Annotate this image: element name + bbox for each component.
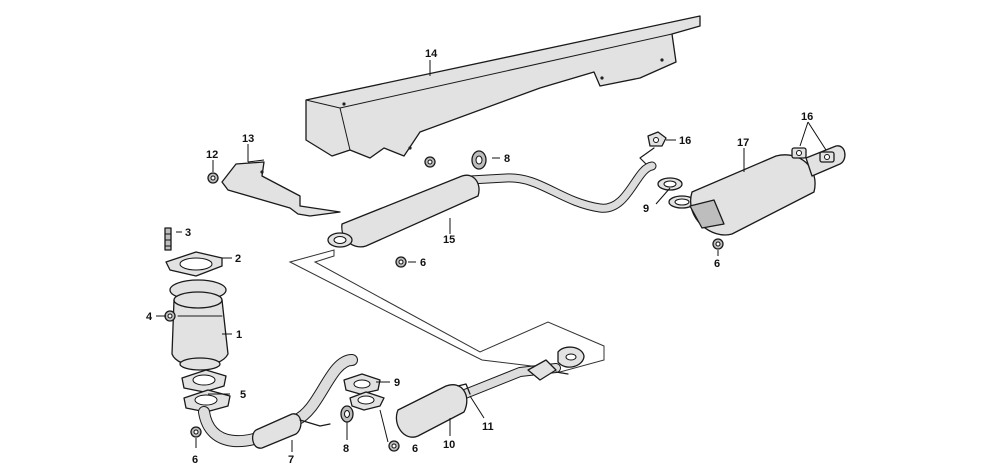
callout-9-center: 9 xyxy=(394,377,400,389)
callout-13: 13 xyxy=(242,133,254,145)
callout-6-front: 6 xyxy=(192,454,198,466)
nut-4 xyxy=(164,310,176,322)
callout-8-upper: 8 xyxy=(504,153,510,165)
heat-shield xyxy=(305,15,701,159)
rubber-hanger-lower xyxy=(340,405,354,423)
bracket-plate xyxy=(221,161,341,217)
callout-1: 1 xyxy=(236,329,242,341)
callout-2: 2 xyxy=(235,253,241,265)
callout-16-upper: 16 xyxy=(679,135,691,147)
gaskets-center xyxy=(343,373,385,411)
hanger-bracket-upper xyxy=(639,131,667,165)
nut-resonator xyxy=(395,256,407,268)
front-pipe xyxy=(198,354,358,449)
nut-muffler xyxy=(712,238,724,250)
nut-12 xyxy=(207,172,219,184)
callout-3: 3 xyxy=(185,227,191,239)
callout-14: 14 xyxy=(425,48,438,60)
catalytic-converter xyxy=(169,279,229,371)
callout-9-rear: 9 xyxy=(643,203,649,215)
callout-4: 4 xyxy=(146,311,153,323)
nut-center-cat xyxy=(388,440,400,452)
callout-8-lower: 8 xyxy=(343,443,349,455)
intermediate-pipe xyxy=(395,346,585,438)
rubber-hanger-upper xyxy=(471,150,487,170)
gaskets-lower xyxy=(181,369,231,413)
callout-17: 17 xyxy=(737,137,749,149)
callout-10: 10 xyxy=(443,439,455,451)
callout-7: 7 xyxy=(288,454,294,466)
callout-12: 12 xyxy=(206,149,218,161)
callout-6-muffler: 6 xyxy=(714,258,720,270)
callout-16-rear: 16 xyxy=(801,111,813,123)
routing-outline xyxy=(288,249,605,373)
nut-front-pipe xyxy=(190,426,202,438)
gasket-upper xyxy=(165,251,223,277)
callout-6-cat: 6 xyxy=(412,443,418,455)
gaskets-rear xyxy=(657,177,696,209)
stud xyxy=(164,227,172,251)
center-resonator xyxy=(327,161,657,248)
hanger-brackets-rear xyxy=(791,147,835,163)
hanger-clip xyxy=(457,383,471,395)
callout-15: 15 xyxy=(443,234,455,246)
nut-heat-shield xyxy=(424,156,436,168)
leader-lines xyxy=(156,60,827,452)
callout-11: 11 xyxy=(482,421,494,433)
callout-6-resonator: 6 xyxy=(420,257,426,269)
callout-5: 5 xyxy=(240,389,246,401)
